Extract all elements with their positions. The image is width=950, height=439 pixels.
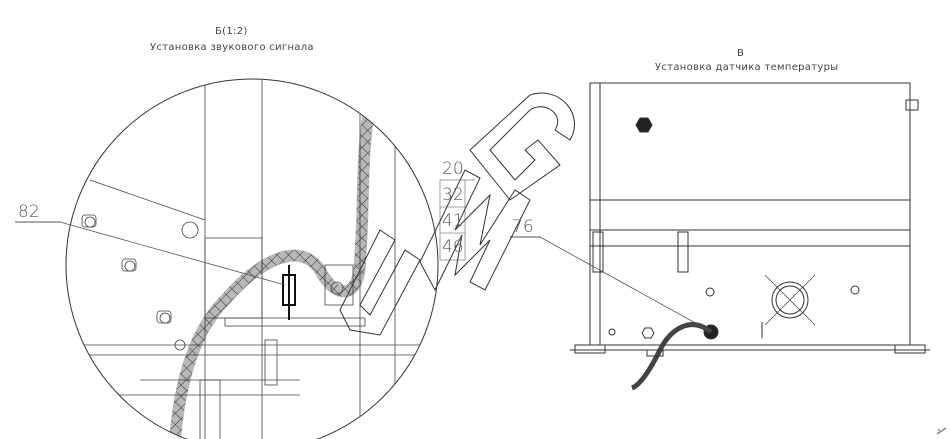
callout-20: 20 [442,159,464,179]
view-v [510,82,930,391]
callout-76: 76 [512,217,534,237]
scribble-mark [936,427,947,435]
view-v-title: В [737,48,745,59]
callout-41: 41 [442,211,464,231]
view-b-subtitle: Установка звукового сигнала [150,42,314,53]
callout-46: 46 [442,237,464,257]
detail-view-b [15,78,439,439]
view-v-subtitle: Установка датчика температуры [655,62,839,73]
watermark-umg [339,92,575,336]
callout-82: 82 [18,202,40,222]
callout-32: 32 [442,185,464,205]
clamp-icons [81,214,186,351]
view-b-title: Б(1:2) [215,26,248,37]
